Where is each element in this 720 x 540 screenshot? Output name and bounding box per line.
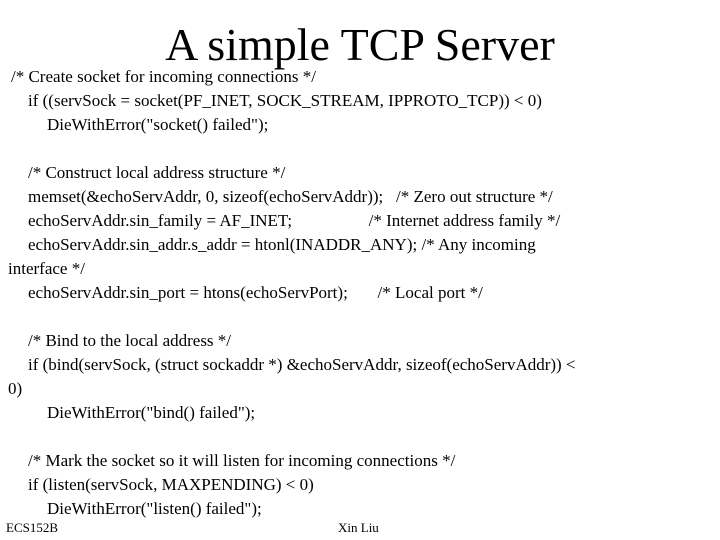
code-line: interface */ (8, 259, 85, 278)
footer-author: Xin Liu (338, 520, 379, 535)
code-line: if (listen(servSock, MAXPENDING) < 0) (28, 475, 314, 494)
code-line: memset(&echoServAddr, 0, sizeof(echoServ… (28, 187, 553, 206)
code-line: /* Bind to the local address */ (28, 331, 232, 350)
code-line: /* Create socket for incoming connection… (11, 67, 316, 86)
code-line: if ((servSock = socket(PF_INET, SOCK_STR… (28, 91, 542, 110)
code-line: if (bind(servSock, (struct sockaddr *) &… (28, 355, 576, 374)
code-line: 0) (8, 379, 23, 398)
code-line: DieWithError("socket() failed"); (47, 115, 269, 134)
code-line: DieWithError("bind() failed"); (47, 403, 256, 422)
code-line: echoServAddr.sin_family = AF_INET; /* In… (28, 211, 561, 230)
code-line: echoServAddr.sin_addr.s_addr = htonl(INA… (28, 235, 536, 254)
slide-title: A simple TCP Server (165, 19, 555, 70)
code-line: /* Construct local address structure */ (28, 163, 286, 182)
footer-course: ECS152B (6, 520, 59, 535)
code-line: /* Mark the socket so it will listen for… (28, 451, 456, 470)
code-line: DieWithError("listen() failed"); (47, 499, 262, 518)
code-line: echoServAddr.sin_port = htons(echoServPo… (28, 283, 483, 302)
